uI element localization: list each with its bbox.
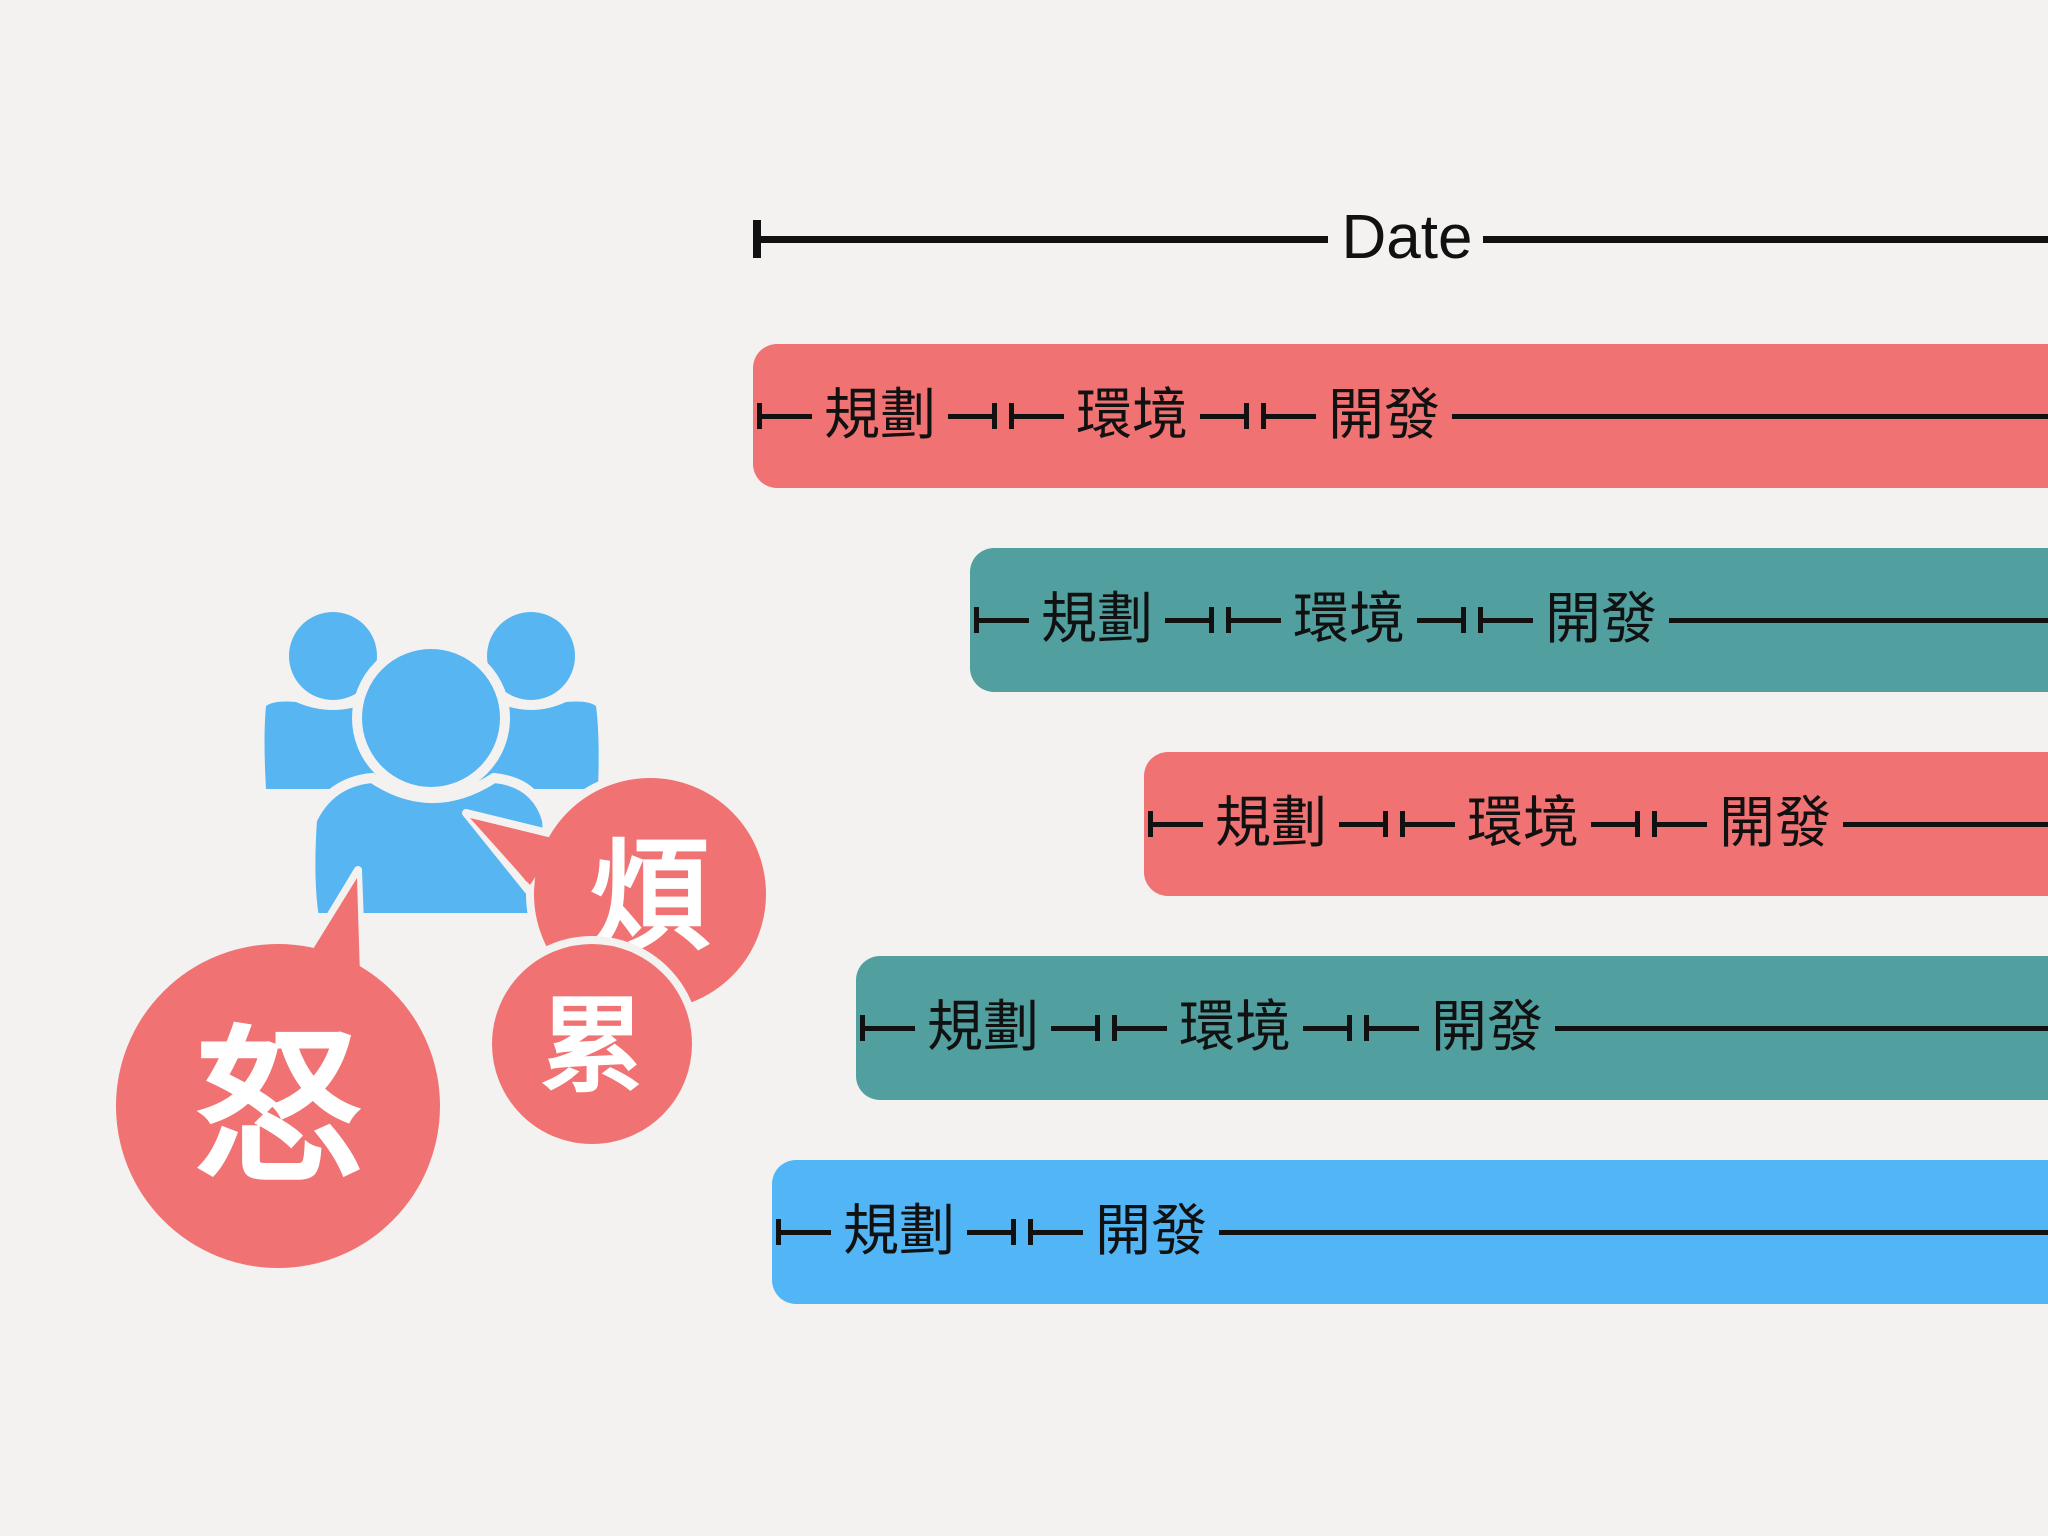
phase-trail-line: [1417, 617, 1461, 623]
date-axis-line-left: [753, 236, 1328, 243]
phase-end-tick: [1383, 811, 1388, 837]
person-head-center: [352, 639, 510, 797]
phase-lead-line: [1153, 821, 1203, 827]
phase-start-tick: [1400, 811, 1405, 837]
anger-bubble-tail-fill: [310, 878, 360, 976]
phase-label: 開發: [1431, 995, 1543, 1060]
phase-label: 環境: [1076, 383, 1188, 448]
phase-open-line: [1555, 1025, 2048, 1031]
anger-bubble-circle: [108, 936, 448, 1276]
phase-trail-line: [1303, 1025, 1347, 1031]
phase-start-tick: [1028, 1219, 1033, 1245]
phase-end-tick: [1095, 1015, 1100, 1041]
phase-lead-line: [1266, 413, 1316, 419]
phase-start-tick: [1364, 1015, 1369, 1041]
phase-trail-line: [1591, 821, 1635, 827]
date-axis-label: Date: [1341, 203, 1473, 272]
phase-open-line: [1452, 413, 2048, 419]
project-bar-1: 規劃 環境 開發: [753, 344, 2048, 488]
phase-start-tick: [1652, 811, 1657, 837]
phase-lead-line: [1405, 821, 1455, 827]
phase-start-tick: [860, 1015, 865, 1041]
phase-lead-line: [865, 1025, 915, 1031]
date-axis-line-right: [1483, 236, 2048, 243]
phase-start-tick: [776, 1219, 781, 1245]
phase-start-tick: [1478, 607, 1483, 633]
phase-open-line: [1669, 617, 2048, 623]
phase-track: 規劃 開發: [776, 1200, 2048, 1264]
project-bar-4: 規劃 環境 開發: [856, 956, 2048, 1100]
phase-track: 規劃 環境 開發: [860, 996, 2048, 1060]
project-bar-3: 規劃 環境 開發: [1144, 752, 2048, 896]
phase-end-tick: [1244, 403, 1249, 429]
phase-lead-line: [1369, 1025, 1419, 1031]
phase-start-tick: [1261, 403, 1266, 429]
phase-trail-line: [967, 1229, 1011, 1235]
phase-label: 規劃: [843, 1199, 955, 1264]
phase-label: 規劃: [1041, 587, 1153, 652]
annoyed-bubble-tail-fill: [470, 818, 560, 885]
phase-start-tick: [974, 607, 979, 633]
date-axis: Date: [753, 203, 2048, 272]
person-body-center: [305, 772, 555, 923]
phase-end-tick: [992, 403, 997, 429]
phase-lead-line: [979, 617, 1029, 623]
phase-label: 環境: [1179, 995, 1291, 1060]
phase-lead-line: [1014, 413, 1064, 419]
phase-label: 開發: [1545, 587, 1657, 652]
person-head-left: [289, 612, 377, 700]
phase-label: 環境: [1293, 587, 1405, 652]
phase-label: 開發: [1095, 1199, 1207, 1264]
phase-lead-line: [1117, 1025, 1167, 1031]
phase-label: 環境: [1467, 791, 1579, 856]
people-complaint-illustration: 煩 累 怒: [108, 612, 774, 1276]
phase-track: 規劃 環境 開發: [757, 384, 2048, 448]
phase-end-tick: [1011, 1219, 1016, 1245]
tired-bubble: 累: [484, 936, 700, 1152]
anger-bubble-text: 怒: [194, 1010, 362, 1206]
phase-lead-line: [762, 413, 812, 419]
phase-open-line: [1843, 821, 2048, 827]
project-bar-5: 規劃 開發: [772, 1160, 2048, 1304]
person-head-right: [487, 612, 575, 700]
phase-start-tick: [1112, 1015, 1117, 1041]
anger-bubble: 怒: [108, 866, 448, 1276]
phase-lead-line: [781, 1229, 831, 1235]
phase-label: 開發: [1719, 791, 1831, 856]
phase-trail-line: [1200, 413, 1244, 419]
phase-label: 開發: [1328, 383, 1440, 448]
phase-track: 規劃 環境 開發: [974, 588, 2048, 652]
tired-bubble-text: 累: [540, 985, 644, 1107]
project-bar-2: 規劃 環境 開發: [970, 548, 2048, 692]
phase-label: 規劃: [1215, 791, 1327, 856]
phase-label: 規劃: [927, 995, 1039, 1060]
phase-trail-line: [1165, 617, 1209, 623]
phase-trail-line: [1051, 1025, 1095, 1031]
phase-track: 規劃 環境 開發: [1148, 792, 2048, 856]
phase-start-tick: [1148, 811, 1153, 837]
phase-start-tick: [1226, 607, 1231, 633]
phase-start-tick: [757, 403, 762, 429]
phase-end-tick: [1635, 811, 1640, 837]
phase-lead-line: [1483, 617, 1533, 623]
phase-lead-line: [1657, 821, 1707, 827]
phase-lead-line: [1231, 617, 1281, 623]
phase-end-tick: [1461, 607, 1466, 633]
phase-trail-line: [1339, 821, 1383, 827]
phase-start-tick: [1009, 403, 1014, 429]
phase-lead-line: [1033, 1229, 1083, 1235]
phase-open-line: [1219, 1229, 2048, 1235]
phase-trail-line: [948, 413, 992, 419]
phase-label: 規劃: [824, 383, 936, 448]
phase-end-tick: [1209, 607, 1214, 633]
people-group-icon: [264, 612, 599, 923]
tired-bubble-circle: [484, 936, 700, 1152]
phase-end-tick: [1347, 1015, 1352, 1041]
